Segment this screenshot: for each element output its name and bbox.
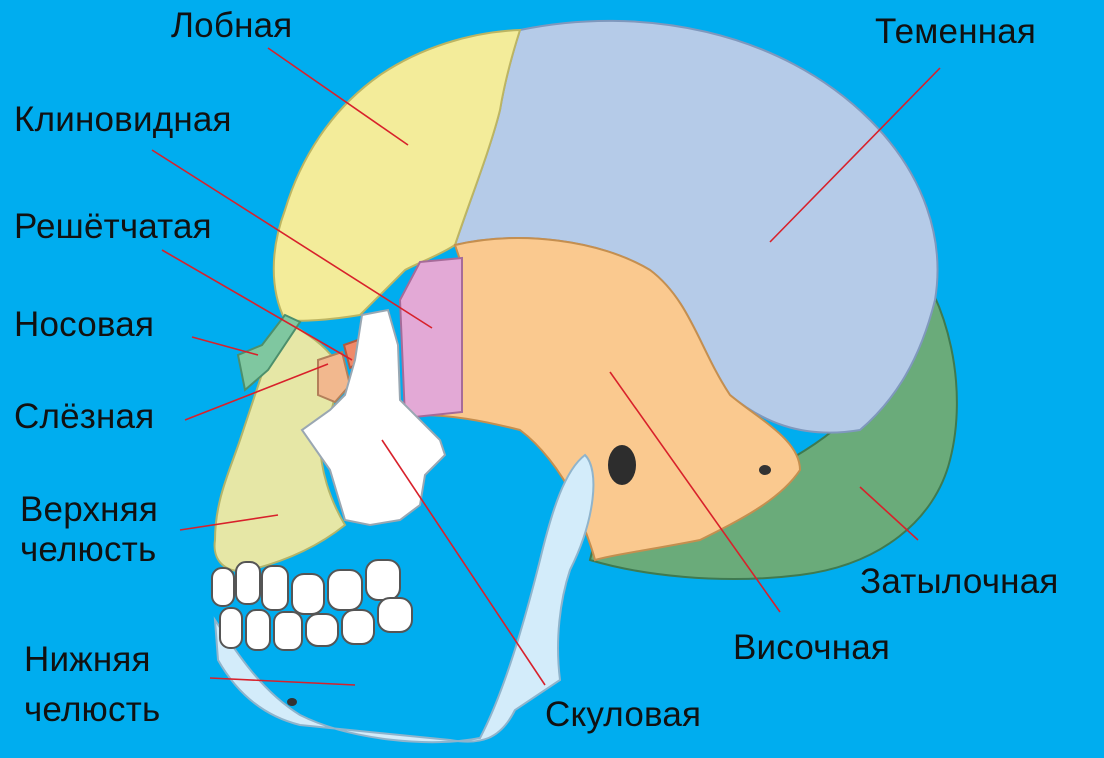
label-mandible: Нижняя челюсть bbox=[24, 640, 160, 730]
label-mandible-line2: челюсть bbox=[24, 690, 160, 730]
label-mandible-line1: Нижняя bbox=[24, 640, 160, 680]
label-zygomatic: Скуловая bbox=[545, 695, 701, 735]
label-frontal: Лобная bbox=[171, 6, 292, 46]
mastoid-foramen bbox=[759, 465, 771, 475]
label-temporal: Височная bbox=[733, 628, 890, 668]
label-maxilla: Верхняя челюсть bbox=[20, 490, 158, 570]
sphenoid-bone bbox=[400, 258, 462, 418]
label-occipital: Затылочная bbox=[860, 562, 1059, 602]
label-maxilla-line1: Верхняя bbox=[20, 490, 158, 530]
label-sphenoid: Клиновидная bbox=[14, 100, 232, 140]
mandible-foramen bbox=[287, 698, 297, 706]
label-lacrimal: Слёзная bbox=[14, 397, 154, 437]
teeth bbox=[212, 560, 412, 650]
label-ethmoid: Решётчатая bbox=[14, 207, 212, 247]
label-parietal: Теменная bbox=[875, 12, 1036, 52]
label-nasal: Носовая bbox=[14, 305, 154, 345]
label-maxilla-line2: челюсть bbox=[20, 530, 158, 570]
ear-opening bbox=[608, 445, 636, 485]
